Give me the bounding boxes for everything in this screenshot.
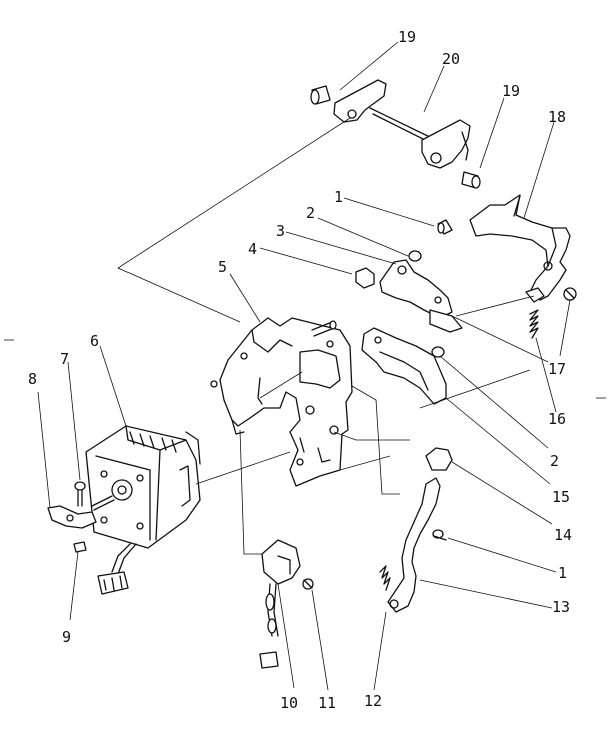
callout-12: 12 xyxy=(364,692,382,710)
part-11-screw xyxy=(302,578,314,590)
part-3-lever xyxy=(379,259,463,333)
callout-19-top-right: 19 xyxy=(502,82,520,100)
callout-1-lower: 1 xyxy=(558,564,567,582)
part-6-motor xyxy=(85,425,201,595)
callout-19-top-left: 19 xyxy=(398,28,416,46)
callout-14: 14 xyxy=(554,526,572,544)
part-17-screw xyxy=(563,287,577,301)
callout-3: 3 xyxy=(276,222,285,240)
callout-18: 18 xyxy=(548,108,566,126)
callout-13: 13 xyxy=(552,598,570,616)
callout-16: 16 xyxy=(548,410,566,428)
part-17-lever xyxy=(525,287,545,303)
part-14-block xyxy=(425,447,453,471)
part-1-screw-upper xyxy=(437,219,453,235)
callout-8: 8 xyxy=(28,370,37,388)
margin-marks xyxy=(4,339,606,399)
callout-4: 4 xyxy=(248,240,257,258)
part-12-spring xyxy=(379,565,391,591)
part-2-nut-upper xyxy=(408,250,422,262)
part-4-block xyxy=(355,267,375,289)
callout-10: 10 xyxy=(280,694,298,712)
part-13-lever-arm xyxy=(387,477,441,613)
callout-7: 7 xyxy=(60,350,69,368)
callout-20: 20 xyxy=(442,50,460,68)
part-9-clip xyxy=(73,541,87,553)
callout-6: 6 xyxy=(90,332,99,350)
part-18-bracket xyxy=(469,194,571,301)
part-7-screw xyxy=(74,481,86,507)
part-19-screw-right xyxy=(461,171,481,189)
callout-5: 5 xyxy=(218,258,227,276)
callout-2-upper: 2 xyxy=(306,204,315,222)
part-8-lever xyxy=(47,505,97,529)
callout-15: 15 xyxy=(552,488,570,506)
leader-lines xyxy=(37,41,571,691)
part-16-spring xyxy=(529,309,539,339)
part-15-bracket xyxy=(361,327,447,405)
callout-2-lower: 2 xyxy=(550,452,559,470)
part-1-screw-lower xyxy=(432,529,447,541)
part-19-screw-left xyxy=(310,85,331,105)
callout-9: 9 xyxy=(62,628,71,646)
callout-11: 11 xyxy=(318,694,336,712)
part-20-shaft-assembly xyxy=(333,79,471,169)
callout-labels: 19 20 19 18 1 2 3 4 5 6 7 8 9 10 11 12 1… xyxy=(28,28,572,712)
callout-1-upper: 1 xyxy=(334,188,343,206)
part-5-frame xyxy=(210,317,353,487)
part-10-sensor xyxy=(259,539,301,669)
part-2-nut-lower xyxy=(431,346,445,358)
callout-17: 17 xyxy=(548,360,566,378)
